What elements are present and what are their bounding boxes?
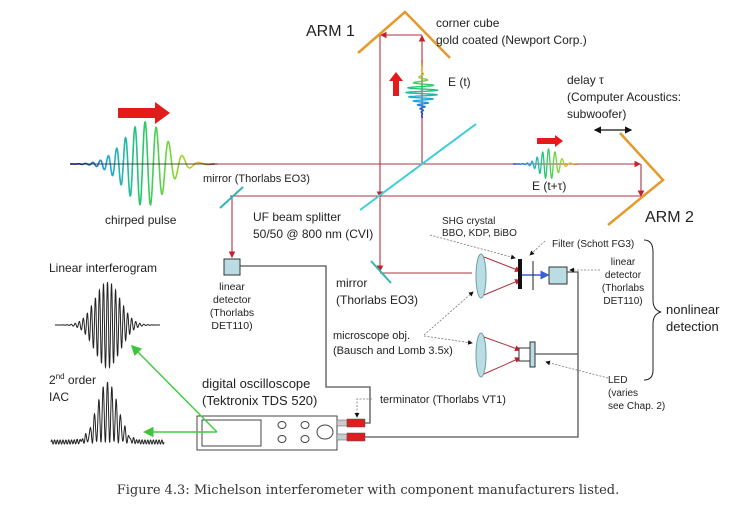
iac-label-1: 2nd order (49, 372, 96, 387)
label-line: (varies (608, 388, 638, 399)
iac-order-text: order (65, 373, 96, 387)
direction-arrow-right-icon (537, 135, 563, 147)
linear-interferogram-trace (55, 281, 160, 369)
delay-label-2: (Computer Acoustics: (567, 90, 681, 104)
led (518, 347, 532, 362)
iac-wave (50, 381, 165, 445)
delay-label-3: subwoofer) (567, 107, 626, 121)
linear-detector-left (223, 258, 241, 276)
label-line: detector (605, 270, 642, 281)
microscope-objective-top (475, 253, 521, 299)
microscope-label-2: (Bausch and Lomb 3.5x) (333, 345, 453, 357)
shg-label-1: SHG crystal (442, 216, 495, 227)
e-t-label: E (t) (448, 75, 471, 89)
linear-detector-right-label: linear detector (Thorlabs DET110) (602, 257, 644, 307)
e-t-wave (404, 60, 439, 119)
beam-splitter (359, 123, 477, 211)
terminator-connectors (336, 418, 366, 442)
e-t-tau-label: E (t+τ) (532, 179, 566, 193)
arm1-label: ARM 1 (306, 23, 355, 40)
shg-crystal (518, 259, 522, 289)
microscope-objective-bottom (475, 332, 521, 378)
led-mount (529, 341, 536, 368)
delay-label-1: delay τ (567, 73, 604, 87)
nonlinear-label-2: detection (666, 319, 719, 334)
label-line: DET110) (603, 296, 642, 307)
label-line: detector (213, 294, 251, 306)
terminator-label: terminator (Thorlabs VT1) (380, 394, 506, 406)
iac-order-number: 2 (49, 373, 56, 387)
pulse-e-t (404, 60, 439, 119)
leader-lines (354, 234, 609, 418)
chirped-pulse-label: chirped pulse (105, 213, 177, 227)
iac-trace (50, 381, 165, 445)
nonlinear-detection-brace (643, 239, 662, 381)
pulse-e-t-tau (513, 148, 578, 180)
mirror-lower (370, 260, 392, 284)
linear-interferogram-wave (55, 281, 160, 369)
label-line: LED (608, 375, 627, 386)
label-line: (Thorlabs (602, 283, 644, 294)
label-line: see Chap. 2) (608, 401, 665, 412)
microscope-label-1: microscope obj. (333, 330, 410, 342)
label-line: linear (611, 257, 636, 268)
label-line: (Thorlabs (210, 307, 254, 319)
mirror-lower-label-1: mirror (336, 276, 367, 290)
mirror-top-label: mirror (Thorlabs EO3) (203, 173, 310, 185)
signal-arrow-linear (130, 344, 218, 433)
splitter-label-2: 50/50 @ 800 nm (CVI) (253, 227, 373, 241)
label-line: DET110) (211, 320, 252, 332)
filter-label: Filter (Schott FG3) (552, 239, 634, 250)
linear-detector-right (548, 266, 568, 285)
direction-arrow-up-icon (389, 72, 403, 96)
corner-cube-arm1 (357, 10, 451, 59)
oscilloscope (196, 415, 338, 451)
splitter-label-1: UF beam splitter (253, 210, 341, 224)
corner-cube-label-1: corner cube (436, 16, 500, 30)
iac-label-2: IAC (49, 390, 69, 404)
corner-cube-arm2 (607, 132, 665, 226)
mirror-lower-label-2: (Thorlabs EO3) (336, 293, 418, 307)
mirror-top (219, 186, 244, 209)
e-t-tau-wave (513, 148, 578, 180)
corner-cube-label-2: gold coated (Newport Corp.) (436, 33, 587, 47)
oscilloscope-label-2: (Tektronix TDS 520) (202, 393, 317, 408)
arm2-label: ARM 2 (645, 209, 694, 226)
linear-interferogram-label: Linear interferogram (49, 261, 157, 275)
nonlinear-label-1: nonlinear (666, 302, 720, 317)
label-line: linear (219, 281, 245, 293)
iac-order-suffix: nd (56, 372, 65, 381)
led-label: LED (varies see Chap. 2) (608, 375, 665, 412)
direction-arrow-icon (118, 102, 170, 124)
linear-detector-left-label: linear detector (Thorlabs DET110) (210, 281, 254, 332)
figure-caption: Figure 4.3: Michelson interferometer wit… (117, 483, 620, 498)
chirped-pulse-wave (70, 120, 215, 207)
oscilloscope-label-1: digital oscilloscope (202, 376, 310, 391)
shg-label-2: BBO, KDP, BiBO (442, 228, 517, 239)
chirped-pulse (70, 120, 215, 207)
